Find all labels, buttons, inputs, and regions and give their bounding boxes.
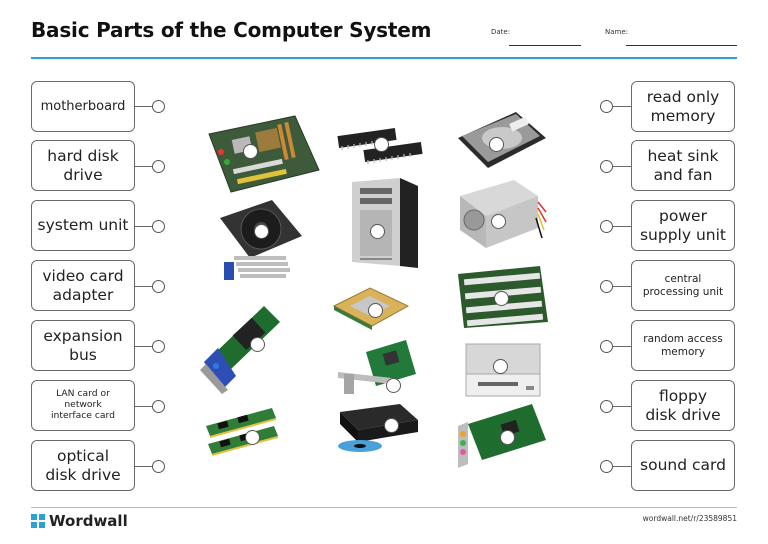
- footer-url: wordwall.net/r/23589851: [642, 514, 737, 523]
- video-card-image: [200, 306, 280, 394]
- wordwall-logo: Wordwall: [31, 512, 128, 530]
- drop-target-system-unit-image[interactable]: [370, 224, 385, 239]
- drop-target-rom-image[interactable]: [374, 137, 389, 152]
- drop-pin-cpu[interactable]: [600, 280, 613, 293]
- label-text: expansion bus: [43, 327, 123, 364]
- drop-target-lan-card-image[interactable]: [386, 378, 401, 393]
- connector-line: [613, 346, 631, 347]
- label-text: power supply unit: [639, 207, 726, 244]
- drop-target-cpu-image[interactable]: [368, 303, 383, 318]
- system-unit-image: [352, 178, 418, 268]
- label-read-only-memory[interactable]: read only memory: [631, 81, 735, 132]
- label-text: hard disk drive: [47, 147, 119, 184]
- wordwall-logo-icon: [31, 514, 45, 528]
- label-floppy-disk-drive[interactable]: floppy disk drive: [631, 380, 735, 431]
- drop-target-optical-drive-image[interactable]: [384, 418, 399, 433]
- drop-pin-power-supply[interactable]: [600, 220, 613, 233]
- drop-pin-lan-card[interactable]: [152, 400, 165, 413]
- label-power-supply-unit[interactable]: power supply unit: [631, 200, 735, 251]
- connector-line: [613, 166, 631, 167]
- drop-target-power-supply-image[interactable]: [491, 214, 506, 229]
- label-text: random access memory: [643, 333, 723, 358]
- drop-pin-hard-disk-drive[interactable]: [152, 160, 165, 173]
- drop-pin-ram[interactable]: [600, 340, 613, 353]
- power-supply-image: [460, 180, 547, 248]
- drop-pin-motherboard[interactable]: [152, 100, 165, 113]
- connector-line: [135, 286, 152, 287]
- header-divider: [31, 57, 737, 59]
- label-text: optical disk drive: [45, 447, 121, 484]
- lan-card-image: [338, 340, 416, 394]
- connector-line: [135, 166, 152, 167]
- drop-pin-floppy[interactable]: [600, 400, 613, 413]
- drop-pin-expansion-bus[interactable]: [152, 340, 165, 353]
- connector-line: [135, 106, 152, 107]
- drop-target-hard-disk-image[interactable]: [489, 137, 504, 152]
- label-heat-sink-and-fan[interactable]: heat sink and fan: [631, 140, 735, 191]
- connector-line: [613, 226, 631, 227]
- label-expansion-bus[interactable]: expansion bus: [31, 320, 135, 371]
- connector-line: [613, 406, 631, 407]
- drop-target-heat-sink-image[interactable]: [254, 224, 269, 239]
- drop-pin-optical-disk-drive[interactable]: [152, 460, 165, 473]
- drop-pin-video-card-adapter[interactable]: [152, 280, 165, 293]
- optical-drive-image: [338, 404, 418, 452]
- label-random-access-memory[interactable]: random access memory: [631, 320, 735, 371]
- drop-target-sound-card-image[interactable]: [500, 430, 515, 445]
- connector-line: [135, 406, 152, 407]
- connector-line: [135, 346, 152, 347]
- label-text: read only memory: [646, 88, 720, 125]
- drop-target-video-card-image[interactable]: [250, 337, 265, 352]
- heat-sink-fan-image: [220, 200, 302, 280]
- ram-image: [206, 408, 278, 456]
- label-optical-disk-drive[interactable]: optical disk drive: [31, 440, 135, 491]
- label-text: heat sink and fan: [647, 147, 719, 184]
- drop-target-ram-image[interactable]: [245, 430, 260, 445]
- drop-pin-rom[interactable]: [600, 100, 613, 113]
- drop-pin-system-unit[interactable]: [152, 220, 165, 233]
- drop-pin-sound-card[interactable]: [600, 460, 613, 473]
- drop-target-floppy-image[interactable]: [493, 359, 508, 374]
- label-sound-card[interactable]: sound card: [631, 440, 735, 491]
- connector-line: [613, 106, 631, 107]
- label-text: central processing unit: [642, 273, 724, 298]
- label-video-card-adapter[interactable]: video card adapter: [31, 260, 135, 311]
- connector-line: [135, 466, 152, 467]
- date-field[interactable]: [509, 45, 581, 46]
- name-field[interactable]: [626, 45, 737, 46]
- connector-line: [135, 226, 152, 227]
- date-label: Date:: [491, 28, 511, 36]
- label-motherboard[interactable]: motherboard: [31, 81, 135, 132]
- page-title: Basic Parts of the Computer System: [31, 18, 432, 42]
- name-label: Name:: [605, 28, 629, 36]
- logo-text: Wordwall: [49, 512, 128, 530]
- connector-line: [613, 466, 631, 467]
- label-text: floppy disk drive: [645, 387, 721, 424]
- connector-line: [613, 286, 631, 287]
- drop-pin-heat-sink[interactable]: [600, 160, 613, 173]
- footer-divider: [31, 507, 737, 508]
- label-lan-card[interactable]: LAN card or network interface card: [31, 380, 135, 431]
- label-text: video card adapter: [42, 267, 124, 304]
- motherboard-image: [208, 115, 320, 193]
- drop-target-expansion-bus-image[interactable]: [494, 291, 509, 306]
- label-text: LAN card or network interface card: [50, 388, 116, 421]
- label-hard-disk-drive[interactable]: hard disk drive: [31, 140, 135, 191]
- label-system-unit[interactable]: system unit: [31, 200, 135, 251]
- drop-target-motherboard-image[interactable]: [243, 144, 258, 159]
- rom-chip-image: [337, 128, 423, 164]
- label-central-processing-unit[interactable]: central processing unit: [631, 260, 735, 311]
